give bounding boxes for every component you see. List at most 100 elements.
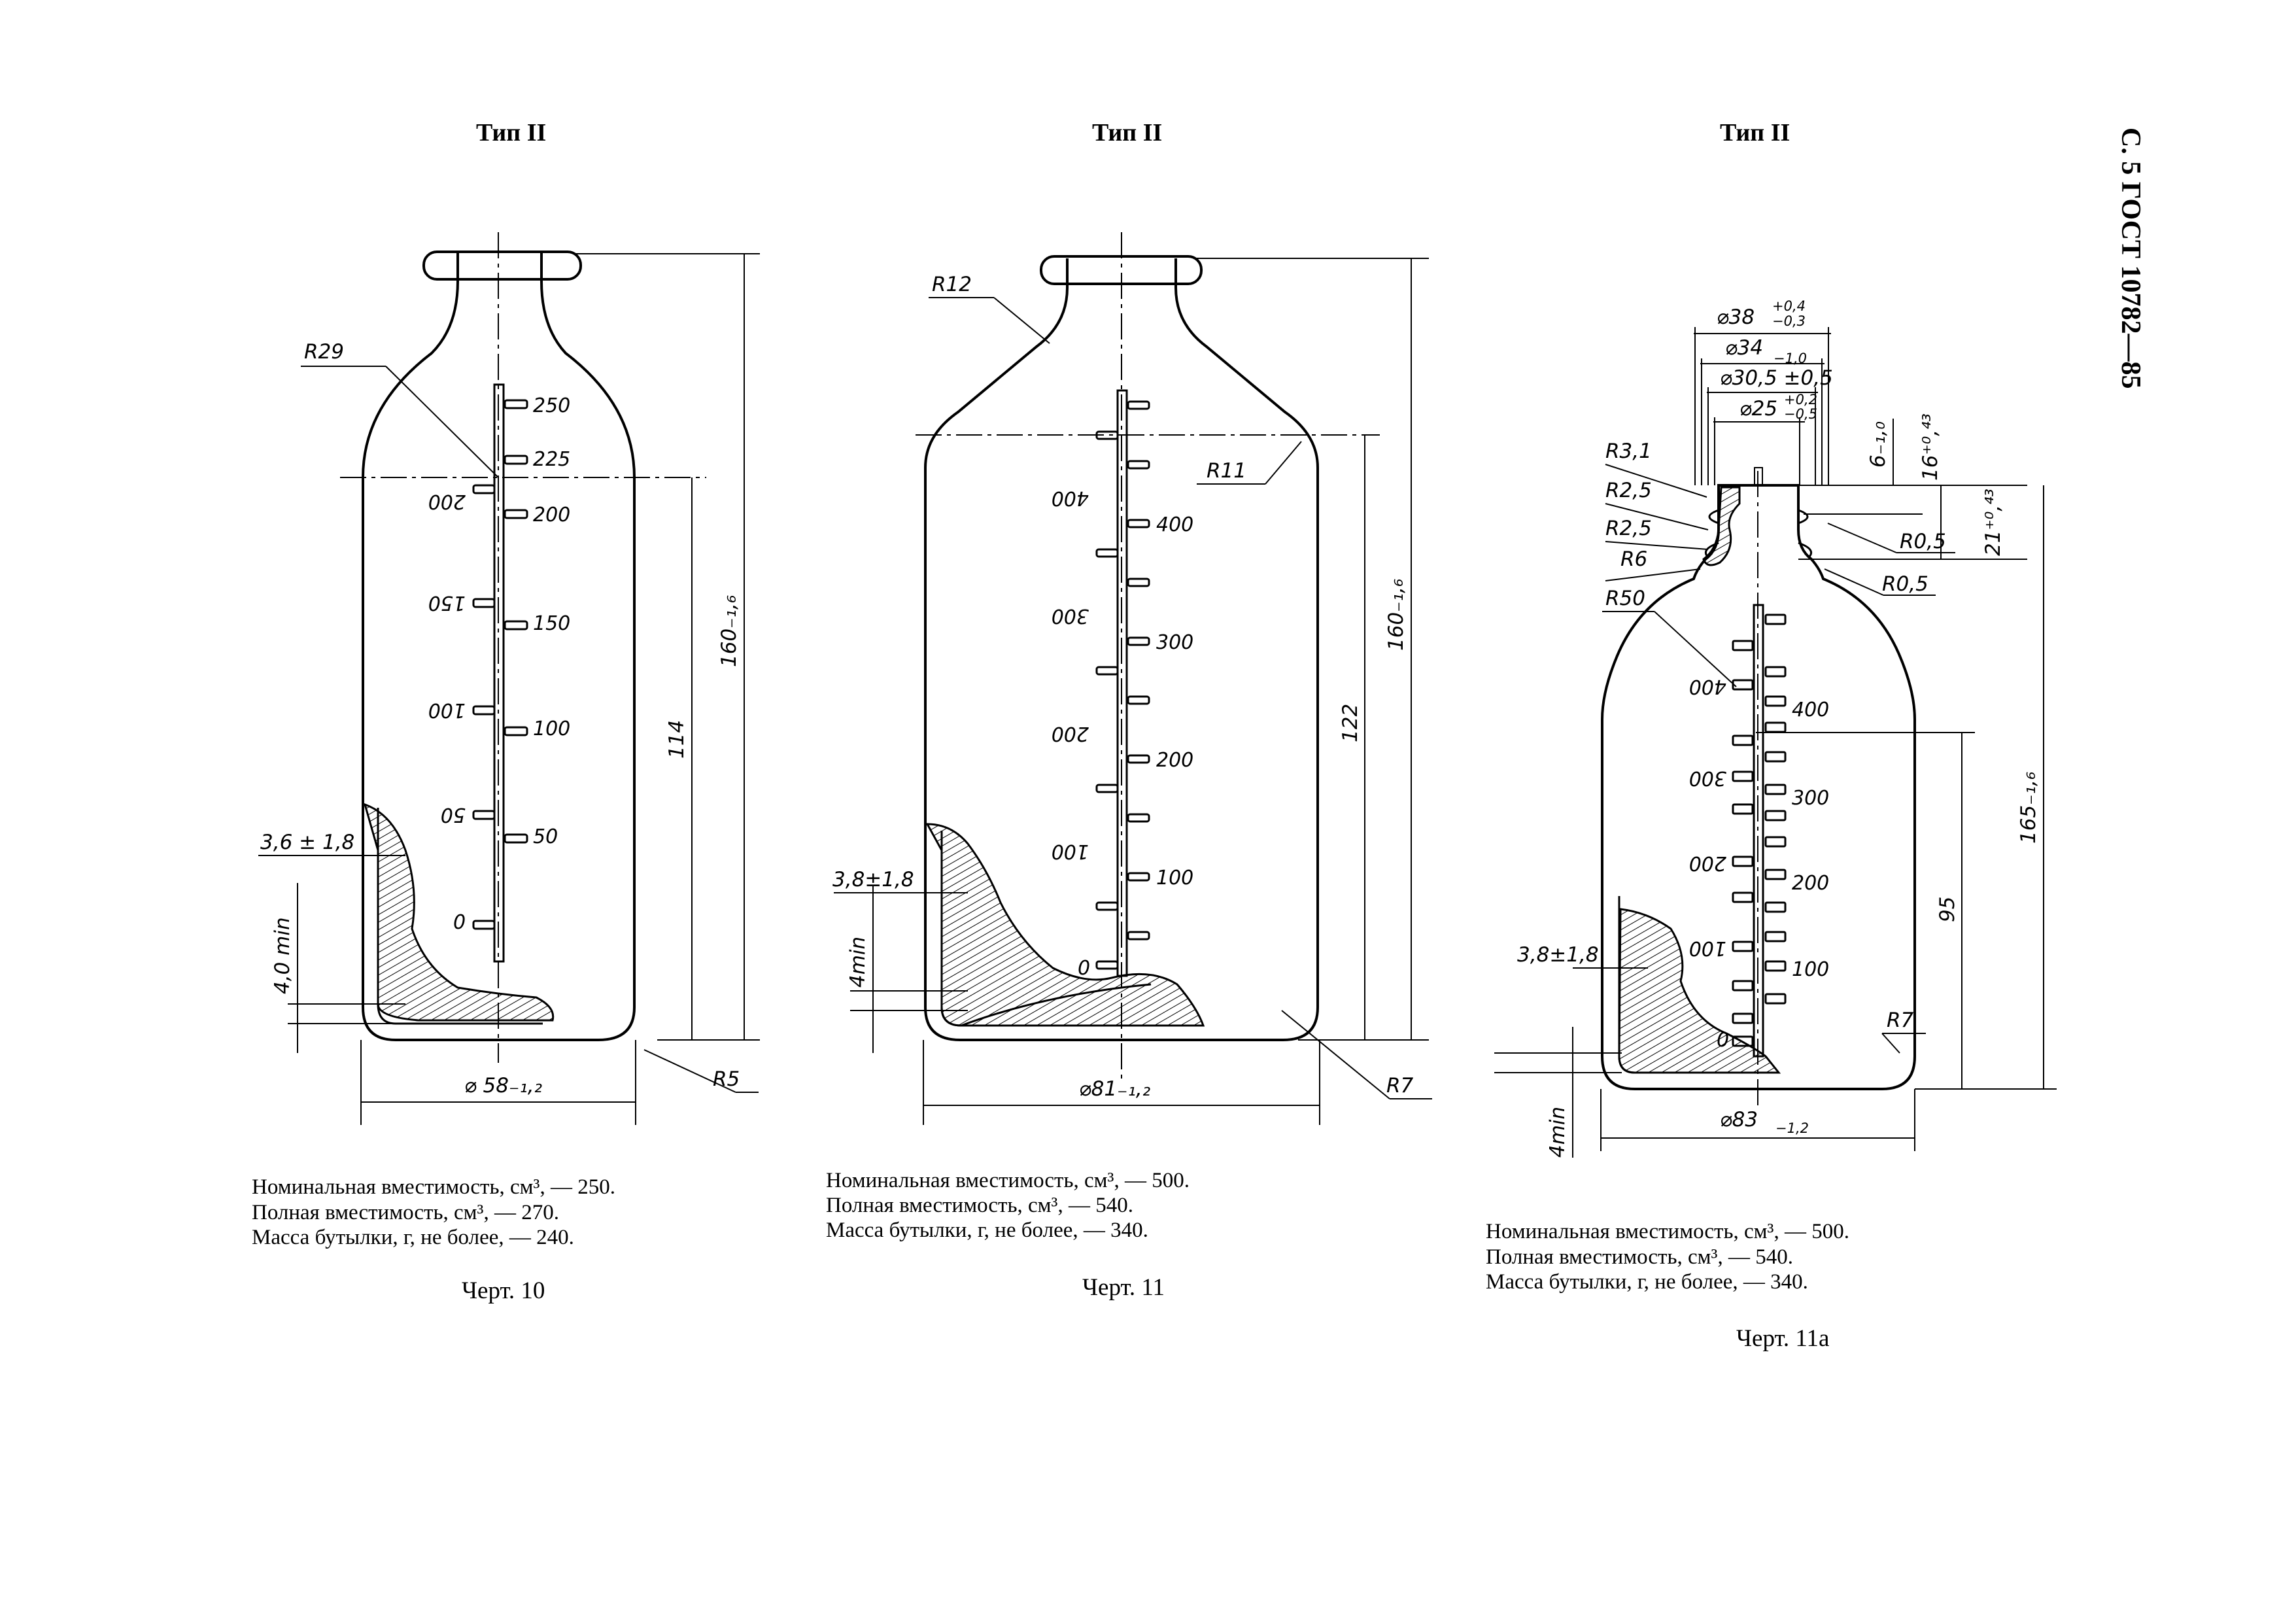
note-10-1: Номинальная вместимость, см³, — 250. [252,1175,615,1199]
drawing-11-title: Тип II [1092,119,1162,147]
scale-10-r-100: 100 [533,717,570,740]
wall-11a: 3,8±1,8 [1517,943,1599,967]
neck-diam-38: ⌀38 [1717,305,1755,329]
bottle-11-section [925,823,1205,1027]
drawing-10-title: Тип II [476,119,546,147]
scale-11-r-300: 300 [1156,631,1193,654]
radius-11-r12: R12 [932,273,972,296]
diameter-10: ⌀ 58₋₁,₂ [464,1074,542,1097]
scale-11a-l-300: 300 [1689,767,1726,789]
scale-10-r-150: 150 [533,612,570,635]
bottom-10: 4,0 min [271,917,294,994]
bottle-11-scale-strip [1116,389,1128,977]
radius-11a-r05a: R0,5 [1900,530,1946,553]
wall-10: 3,6 ± 1,8 [260,831,354,854]
bottle-10-finish [422,251,582,281]
neck-height-16: 16⁺⁰,⁴³ [1919,413,1942,481]
drawing-10: Тип II [258,119,760,1125]
radius-11a-r50: R50 [1605,587,1645,610]
neck-height-21: 21⁺⁰,⁴³ [1981,489,2005,556]
scale-10-r-200: 200 [533,504,570,527]
bottle-10-graduations [472,399,528,930]
drawing-11a: Тип II [1494,119,2057,1158]
bottle-11a-graduations [1732,613,1787,1047]
note-11-2: Полная вместимость, см³, — 540. [826,1194,1133,1217]
neck-diam-34: ⌀34 [1725,336,1763,360]
neck-tol-25-lower: −0,5 [1784,406,1817,422]
scale-10-l-100: 100 [428,699,466,721]
radius-10-r5: R5 [713,1067,740,1091]
neck-diam-30: ⌀30,5 ±0,5 [1720,366,1833,390]
height-11a: 165₋₁,₆ [2017,772,2040,844]
neck-tol-34: −1,0 [1773,351,1807,366]
wall-11: 3,8±1,8 [832,868,914,891]
drawing-11a-title: Тип II [1720,119,1790,147]
diameter-11a: ⌀83 [1720,1108,1758,1132]
caption-11: Черт. 11 [1082,1274,1165,1301]
note-10-2: Полная вместимость, см³, — 270. [252,1201,559,1224]
radius-11a-r31: R3,1 [1605,440,1652,463]
scale-11-l-300: 300 [1052,604,1089,627]
radius-11a-r25b: R2,5 [1605,517,1652,540]
scale-11a-l-0: 0 [1717,1029,1729,1052]
scale-11a-r-300: 300 [1792,787,1829,810]
scale-11a-l-400: 400 [1689,675,1726,698]
bottom-11a: 4min [1546,1107,1569,1158]
note-10-3: Масса бутылки, г, не более, — 240. [252,1226,574,1249]
radius-11a-r7: R7 [1887,1009,1914,1032]
note-11a-3: Масса бутылки, г, не более, — 340. [1486,1270,1808,1294]
bottle-11a-scale-strip [1753,604,1764,1058]
radius-11-r11: R11 [1207,459,1246,483]
radius-10-r29: R29 [304,340,344,364]
neck-height-6: 6₋₁,₀ [1866,421,1890,468]
bottle-10-scale-strip [493,383,505,963]
scale-10-r-225: 225 [533,448,570,471]
scale-11-r-100: 100 [1156,867,1193,890]
caption-11a: Черт. 11а [1736,1325,1829,1352]
bottle-10-outline [362,252,636,1041]
height-10: 160₋₁,₆ [717,595,741,667]
scale-11-l-0: 0 [1078,957,1090,980]
height-11: 160₋₁,₆ [1384,579,1408,651]
scale-10-l-50: 50 [441,803,466,826]
bottle-10-section [363,803,555,1022]
scale-10-l-150: 150 [428,591,466,614]
scale-11a-l-100: 100 [1689,937,1726,959]
bottle-11a-neck-top [1754,467,1763,485]
shoulder-height-11: 122 [1339,704,1362,742]
scale-11-l-400: 400 [1052,487,1089,510]
radius-11-r7: R7 [1386,1074,1414,1097]
scale-10-r-250: 250 [533,394,570,417]
page-header: С. 5 ГОСТ 10782—85 [2116,128,2146,389]
bottom-11: 4min [846,937,870,988]
scale-11a-l-200: 200 [1689,852,1726,874]
bottle-11a-finish-section [1702,486,1741,566]
scale-11-r-200: 200 [1156,749,1193,772]
shoulder-height-11a: 95 [1936,897,1959,922]
shoulder-height-10: 114 [665,720,689,759]
caption-10: Черт. 10 [462,1277,545,1304]
neck-tol-25-upper: +0,2 [1784,392,1817,407]
scale-11a-r-400: 400 [1792,699,1829,721]
bottle-11-base-arc [961,983,1152,1027]
scale-11-l-200: 200 [1052,722,1089,745]
bottle-11a-neck-threads [1705,509,1812,559]
bottle-11-graduations [1095,400,1150,970]
neck-tol-38-upper: +0,4 [1772,298,1806,314]
note-11a-1: Номинальная вместимость, см³, — 500. [1486,1220,1849,1243]
scale-10-l-0: 0 [453,911,466,934]
scale-10-r-50: 50 [533,825,558,848]
bottle-11-outline [924,258,1319,1041]
neck-tol-38-lower: −0,3 [1772,313,1806,329]
diameter-11: ⌀81₋₁,₂ [1079,1077,1150,1101]
bottle-11a-section [1618,908,1781,1074]
radius-11a-r25a: R2,5 [1605,479,1652,502]
scale-11-r-400: 400 [1156,513,1193,536]
bottle-11a-outline [1601,484,1916,1090]
note-11a-2: Полная вместимость, см³, — 540. [1486,1245,1793,1269]
neck-diam-25: ⌀25 [1739,397,1777,421]
note-11-3: Масса бутылки, г, не более, — 340. [826,1218,1148,1242]
scale-11a-r-100: 100 [1792,958,1829,981]
radius-11a-r05b: R0,5 [1882,572,1928,596]
